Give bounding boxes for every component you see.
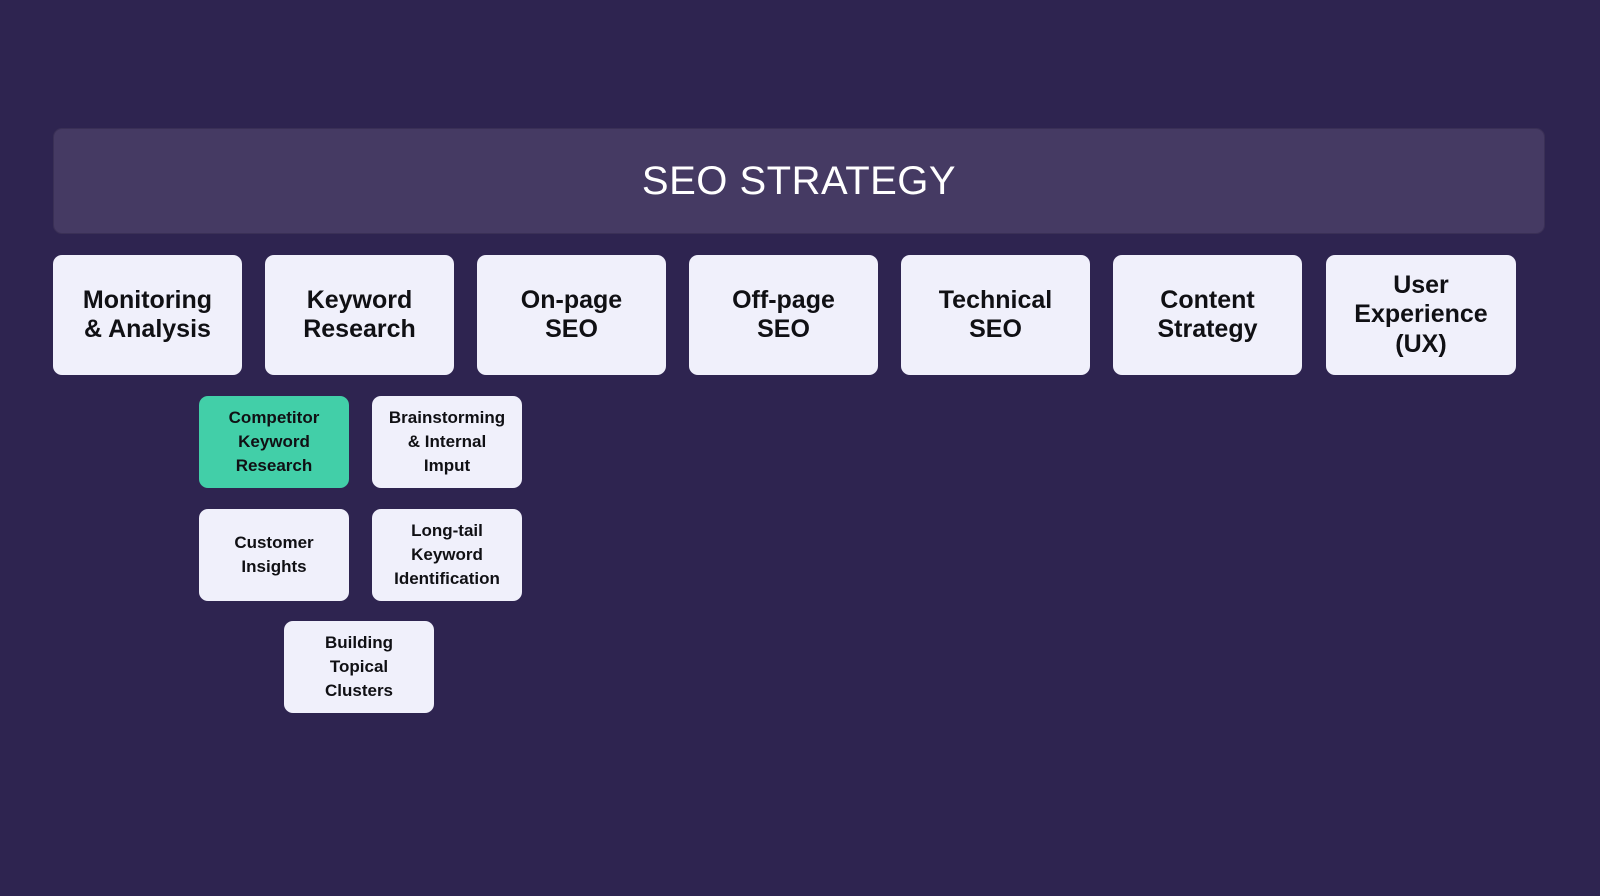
pillar-label: Off-page SEO	[732, 285, 835, 343]
pillar-node-technical[interactable]: Technical SEO	[901, 255, 1090, 375]
subnode-building-topical-clusters[interactable]: Building Topical Clusters	[284, 621, 434, 713]
pillar-node-onpage[interactable]: On-page SEO	[477, 255, 666, 375]
pillar-node-monitoring[interactable]: Monitoring & Analysis	[53, 255, 242, 375]
subnode-competitor-keyword-research[interactable]: Competitor Keyword Research	[199, 396, 349, 488]
subnode-label: Competitor Keyword Research	[228, 407, 320, 476]
pillar-node-content[interactable]: Content Strategy	[1113, 255, 1302, 375]
pillar-node-keyword[interactable]: Keyword Research	[265, 255, 454, 375]
pillar-label: Content Strategy	[1157, 285, 1258, 343]
page-title: SEO STRATEGY	[641, 159, 957, 203]
pillar-label: Monitoring & Analysis	[82, 285, 213, 343]
pillar-label: Keyword Research	[303, 285, 416, 343]
subnode-label: Customer Insights	[234, 532, 314, 576]
pillar-label: Technical SEO	[938, 285, 1053, 343]
pillar-label: On-page SEO	[520, 285, 623, 343]
pillar-label: User Experience (UX)	[1354, 271, 1488, 358]
subnode-customer-insights[interactable]: Customer Insights	[199, 509, 349, 601]
pillar-node-offpage[interactable]: Off-page SEO	[689, 255, 878, 375]
subnode-brainstorming-internal-input[interactable]: Brainstorming & Internal Imput	[372, 396, 522, 488]
subnode-label: Building Topical Clusters	[324, 632, 394, 701]
subnode-label: Long-tail Keyword Identification	[394, 520, 500, 589]
subnode-long-tail-keyword-identification[interactable]: Long-tail Keyword Identification	[372, 509, 522, 601]
pillar-node-ux[interactable]: User Experience (UX)	[1326, 255, 1516, 375]
diagram-title-banner: SEO STRATEGY	[53, 128, 1545, 234]
subnode-label: Brainstorming & Internal Imput	[388, 407, 506, 476]
